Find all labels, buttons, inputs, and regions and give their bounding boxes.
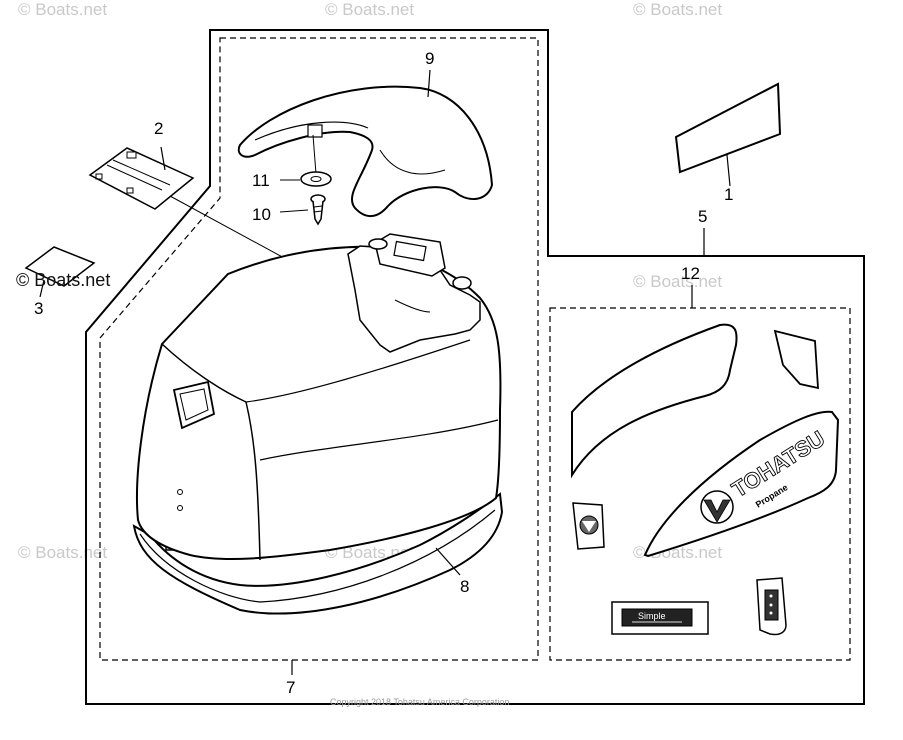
callout-11: 11	[252, 171, 270, 190]
part-2-label	[88, 146, 311, 273]
callout-12: 12	[681, 264, 700, 283]
watermark-text: © Boats.net	[633, 272, 722, 291]
part-10-screw	[279, 194, 326, 226]
badge-text: Simple	[638, 611, 666, 621]
callout-3: 3	[34, 299, 43, 318]
throttle-decal	[756, 577, 787, 636]
watermark-dark: © Boats.net	[16, 270, 110, 290]
engine-top-cover	[136, 233, 502, 561]
watermark-text: © Boats.net	[325, 0, 414, 19]
callout-2: 2	[154, 119, 163, 138]
part-3-label	[24, 246, 96, 298]
watermark-text: © Boats.net	[18, 0, 107, 19]
callout-10: 10	[252, 205, 271, 224]
part-12-decal-set: TOHATSU Propane Simple	[571, 323, 840, 636]
assembly-5-boundary	[85, 29, 865, 705]
part-11-washer	[280, 134, 332, 187]
copyright-text: Copyright 2018 Tohatsu America Corporati…	[330, 697, 509, 707]
group-12-dashed-box	[549, 307, 851, 661]
callout-5: 5	[698, 207, 707, 226]
part-1-decal	[674, 82, 782, 187]
watermark-text: © Boats.net	[18, 543, 107, 562]
callout-9: 9	[425, 49, 434, 68]
group-7-dashed-box	[99, 37, 539, 661]
callout-8: 8	[460, 577, 469, 596]
tohatsu-logo-icon	[700, 490, 734, 524]
part-9-rear-cover	[237, 69, 494, 217]
small-logo-decal	[572, 502, 605, 550]
simple-badge-decal: Simple	[611, 601, 709, 635]
watermark-text: © Boats.net	[633, 0, 722, 19]
callout-1: 1	[724, 185, 733, 204]
callout-7: 7	[286, 678, 295, 697]
